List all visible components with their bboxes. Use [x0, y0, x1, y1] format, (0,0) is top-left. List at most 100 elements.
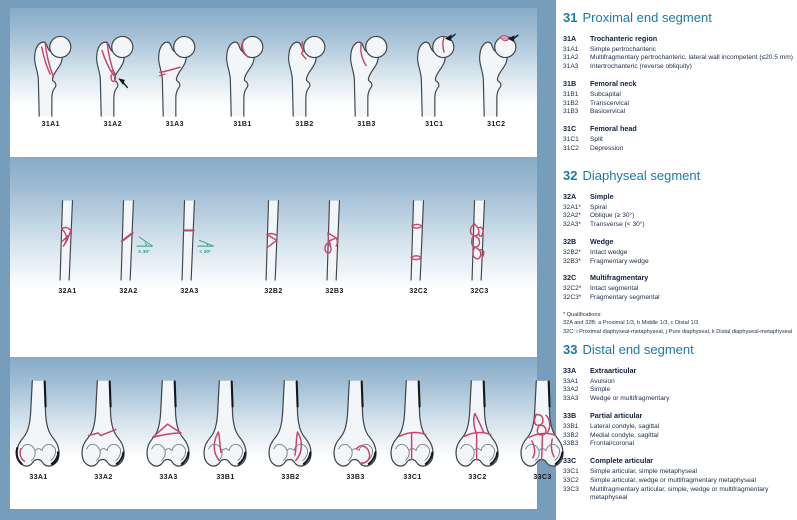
bone-illustration-31B1 [225, 35, 263, 117]
figure-label: 31A3 [165, 121, 184, 128]
footnote-line: 32A and 32B: a Proximal 1/3, b Middle 1/… [563, 320, 699, 327]
classification-item-33C1: 33C1 Simple articular, simple metaphyseal [563, 468, 797, 477]
group-title: Multifragmentary [590, 273, 649, 283]
item-code: 31B1 [563, 90, 579, 98]
footnote-line: * Qualifications: [563, 311, 602, 318]
item-text: Fragmentary wedge [590, 257, 649, 265]
section-code: 32 [563, 168, 578, 183]
figure-label: 33A1 [29, 474, 48, 481]
classification-item-33B3: 33B3 Frontal/coronal [563, 440, 797, 449]
figure-33B2: 33B2 [262, 379, 319, 481]
item-code: 32A3* [563, 221, 581, 229]
figure-32A2: ≥ 30°32A2 [102, 199, 155, 295]
group-title: Simple [590, 192, 614, 201]
item-code: 32A2* [563, 212, 581, 220]
item-code: 32B2* [563, 248, 581, 256]
figure-31A3: 31A3 [148, 30, 202, 128]
figure-32B2: 32B2 [247, 199, 300, 295]
bone-illustration-33B3 [333, 380, 377, 467]
classification-item-31A2: 31A2 Multifragmentary pertrochanteric, la… [563, 54, 797, 63]
figure-label: 33A3 [159, 474, 178, 481]
item-code: 31A2 [563, 54, 579, 62]
figure-31C1: 31C1 [407, 30, 461, 128]
item-code: 32C2* [563, 285, 582, 293]
group-header: 32C Multifragmentary [563, 273, 797, 283]
bone-illustration-33A1 [15, 380, 60, 467]
figure-group: 33B1 33B2 33B3 [197, 379, 384, 481]
item-text: Simple pertrochanteric [590, 45, 656, 53]
section-title: Proximal end segment [582, 10, 712, 25]
group-code: 32C [563, 273, 577, 283]
figure-label: 31A2 [103, 121, 122, 128]
figure-label: 33B2 [281, 474, 300, 481]
group-title: Femoral neck [590, 79, 637, 89]
bone-illustration-31C1 [417, 33, 457, 117]
item-text: Frontal/coronal [590, 440, 634, 448]
group-code: 33A [563, 366, 577, 375]
bone-illustration-33B2 [268, 380, 312, 467]
figure-label: 31B1 [233, 121, 252, 128]
figure-33B3: 33B3 [327, 379, 384, 481]
bone-illustration-33A2 [81, 380, 125, 467]
figure-label: 32B2 [264, 288, 283, 295]
item-code: 32A1* [563, 203, 581, 211]
bone-illustration-32C3 [469, 200, 486, 281]
figure-32A1: 32A1 [41, 199, 94, 295]
figure-31A2: 31A2 [86, 30, 140, 128]
bone-illustration-32B3 [324, 200, 341, 281]
item-text: Multifragmentary pertrochanteric, latera… [590, 54, 793, 62]
figure-33B1: 33B1 [197, 379, 254, 481]
bone-illustration-31B3 [349, 35, 387, 117]
item-code: 31B3 [563, 108, 579, 116]
figure-33C3: 33C3 [514, 379, 571, 481]
item-code: 33C1 [563, 467, 579, 475]
item-text: Oblique (≥ 30°) [590, 212, 635, 220]
classification-item-32A1: 32A1* Spiral [563, 204, 797, 213]
item-code: 31C1 [563, 135, 579, 143]
item-code: 33B3 [563, 440, 579, 448]
group-code: 33B [563, 411, 577, 421]
figure-label: 32A2 [119, 288, 138, 295]
bone-illustration-33C2 [455, 380, 499, 467]
item-text: Intertrochanteric (reverse obliquity) [590, 63, 692, 71]
bone-illustration-31A2 [95, 35, 134, 117]
classification-item-32C3: 32C3*Fragmentary segmental [563, 294, 797, 303]
item-code: 32B3* [563, 257, 581, 265]
bone-illustration-31B2 [287, 35, 325, 117]
classification-item-32A2: 32A2* Oblique (≥ 30°) [563, 212, 797, 221]
figure-31B2: 31B2 [278, 30, 332, 128]
item-text: Spiral [590, 203, 607, 211]
item-code: 31C2 [563, 144, 579, 152]
item-text: Multifragmentary articular, simple, wedg… [590, 485, 769, 502]
item-text: Transcervical [590, 99, 629, 107]
item-text: Simple articular, simple metaphyseal [590, 467, 698, 475]
figure-32C2: 32C2 [392, 199, 445, 295]
figure-label: 33C2 [468, 474, 487, 481]
item-code: 33A2 [563, 386, 579, 394]
figure-32B3: 32B3 [308, 199, 361, 295]
figure-label: 32B3 [325, 288, 344, 295]
